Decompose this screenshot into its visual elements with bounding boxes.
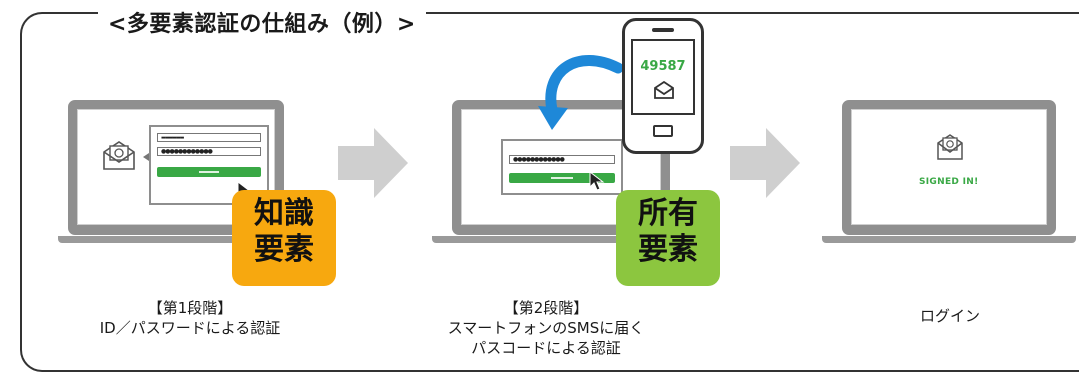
caption-step-2-line3: パスコードによる認証	[471, 339, 621, 357]
laptop-screen-3: SIGNED IN!	[842, 100, 1056, 235]
badge-knowledge-line1: 知識	[254, 196, 314, 231]
caption-step-1: 【第1段階】 ID／パスワードによる認証	[40, 298, 340, 338]
knowledge-factor-badge: 知識 要素	[232, 190, 336, 286]
signed-in-label: SIGNED IN!	[919, 177, 979, 187]
laptop-base-2	[432, 236, 670, 243]
curved-arrow-icon	[538, 55, 622, 130]
sms-code: 49587	[640, 59, 686, 74]
cursor-icon	[589, 171, 605, 191]
possession-factor-badge: 所有 要素	[616, 190, 720, 286]
verify-button	[509, 173, 615, 183]
mail-icon	[103, 141, 135, 170]
caption-step-2-line2: スマートフォンのSMSに届く	[447, 319, 645, 337]
caption-step-2: 【第2段階】 スマートフォンのSMSに届く パスコードによる認証	[396, 298, 696, 358]
id-field: ▬▬▬▬▬▬	[157, 133, 261, 142]
password-field: ●●●●●●●●●●●●	[157, 147, 261, 156]
caption-step-2-line1: 【第2段階】	[503, 299, 589, 317]
envelope-icon	[654, 81, 674, 99]
diagram-frame: <多要素認証の仕組み（例）>	[20, 10, 1079, 372]
caption-step-3-line1: ログイン	[919, 307, 980, 325]
caption-step-3: ログイン	[850, 306, 1050, 326]
login-form: ▬▬▬▬▬▬ ●●●●●●●●●●●●	[149, 125, 269, 205]
phone-screen: 49587	[631, 39, 695, 115]
passcode-field: ●●●●●●●●●●●●	[509, 155, 615, 164]
signin-button	[157, 167, 261, 177]
badge-knowledge-line2: 要素	[254, 232, 314, 267]
smartphone: 49587	[622, 18, 704, 154]
passcode-form: ●●●●●●●●●●●●	[501, 139, 623, 195]
caption-step-1-line2: ID／パスワードによる認証	[99, 319, 281, 337]
phone-speaker	[652, 28, 674, 32]
badge-possession-line2: 要素	[638, 232, 698, 267]
mail-icon	[937, 134, 963, 160]
pointer-triangle	[143, 153, 149, 161]
badge-possession-line1: 所有	[638, 196, 698, 231]
caption-step-1-line1: 【第1段階】	[147, 299, 233, 317]
laptop-base-3	[822, 236, 1076, 243]
laptop-base-1	[58, 236, 310, 243]
phone-home-button	[653, 125, 673, 137]
diagram-title: <多要素認証の仕組み（例）>	[98, 10, 426, 40]
